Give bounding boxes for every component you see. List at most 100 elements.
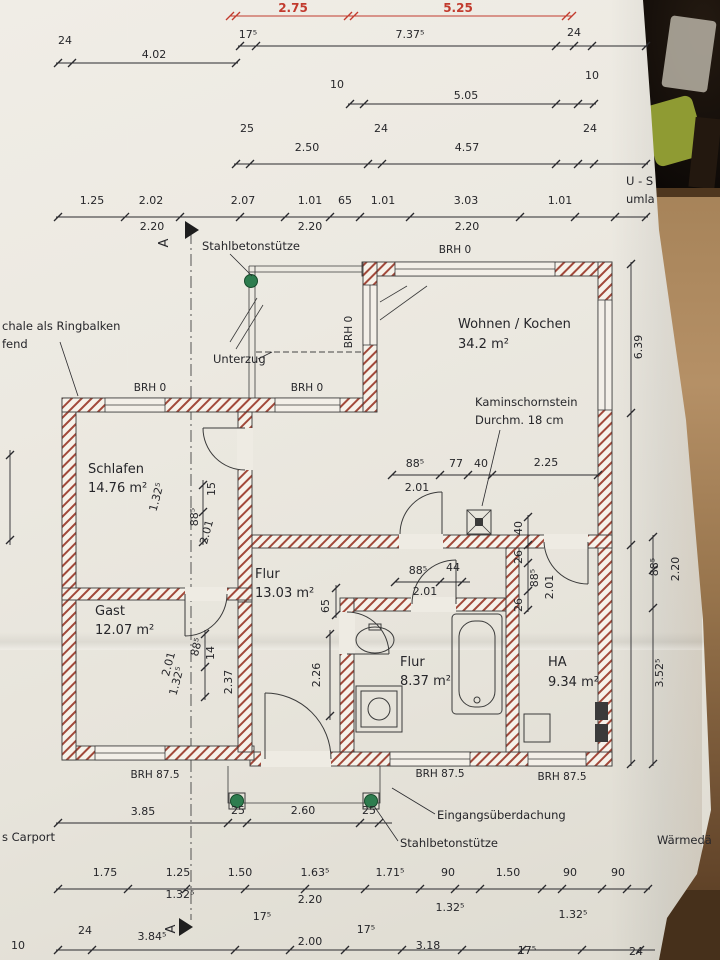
dim-label: 26 xyxy=(512,598,525,612)
dim-label: 65 xyxy=(338,194,352,207)
dim-label: 1.25 xyxy=(166,866,191,879)
room-name: Flur xyxy=(255,567,280,582)
dim-label: 2.20 xyxy=(298,893,323,906)
dim-label: 1.50 xyxy=(496,866,521,879)
section-letter: A xyxy=(157,238,172,247)
dim-label: 10 xyxy=(330,78,344,91)
dim-label: 90 xyxy=(611,866,625,879)
annotation-waermedaemmung: Wärmedä xyxy=(657,833,712,847)
dim-label: 17⁵ xyxy=(253,910,271,923)
dim-label: 2.25 xyxy=(534,456,559,469)
dim-label: 88⁵ xyxy=(528,569,541,587)
annotation-labels: Stahlbetonstütze Unterzug Kaminschornste… xyxy=(2,174,712,850)
dim-label: 24 xyxy=(78,924,92,937)
dim-label: 88⁵ xyxy=(188,508,201,526)
dim-label: 17⁵ xyxy=(239,28,257,41)
dim-label: 24 xyxy=(583,122,597,135)
annotation-unterzug: Unterzug xyxy=(213,352,266,366)
entrance-canopy xyxy=(227,766,381,804)
dim-label: 40 xyxy=(512,521,525,535)
dim-label: 24 xyxy=(374,122,388,135)
dim-label: 1.50 xyxy=(228,866,253,879)
annotation-umlaufend: umla xyxy=(626,192,655,206)
dim-label: 14 xyxy=(204,646,217,660)
dim-label: 2.01 xyxy=(543,575,556,600)
washbasin xyxy=(355,626,395,654)
annotation-ringbalken-2: fend xyxy=(2,337,28,351)
dim-label: 25 xyxy=(231,804,245,817)
terrace-lines xyxy=(227,265,428,804)
annotation-eingangsueberdachung: Eingangsüberdachung xyxy=(437,808,566,822)
windows xyxy=(94,261,613,767)
dim-label: 88⁵ xyxy=(648,558,661,576)
dim-label: 26 xyxy=(512,550,525,564)
dim-label: 3.85 xyxy=(131,805,156,818)
room-name: Schlafen xyxy=(88,462,144,477)
section-arrow-bottom xyxy=(179,918,193,936)
dim-label: 2.20 xyxy=(669,557,682,582)
section-line: A A xyxy=(157,221,199,936)
annotation-stahlbetonstuetze-bottom: Stahlbetonstütze xyxy=(400,836,498,850)
annotation-ringbalken: chale als Ringbalken xyxy=(2,319,120,333)
paper-crease xyxy=(0,632,711,650)
dim-label: 1.01 xyxy=(298,194,323,207)
room-area: 8.37 m² xyxy=(400,674,451,689)
dim-label: 10 xyxy=(11,939,25,952)
room-labels: Wohnen / Kochen 34.2 m² Schlafen 14.76 m… xyxy=(88,317,599,690)
dim-label: 90 xyxy=(563,866,577,879)
dim-label: 1.32⁵ xyxy=(559,908,588,921)
brh-label: BRH 0 xyxy=(291,382,323,394)
dim-label: 88⁵ xyxy=(188,637,205,658)
brh-labels: BRH 0 BRH 0 BRH 0 BRH 0 BRH 87.5 BRH 87.… xyxy=(130,244,586,783)
dim-label: 88⁵ xyxy=(409,564,427,577)
dim-label: 4.57 xyxy=(455,141,480,154)
dim-label: 6.39 xyxy=(632,335,645,360)
bathtub xyxy=(451,613,503,715)
room-area: 14.76 m² xyxy=(88,481,147,496)
dim-label: 1.01 xyxy=(548,194,573,207)
brh-label: BRH 0 xyxy=(439,244,471,256)
room-area: 12.07 m² xyxy=(95,623,154,638)
dim-label: 1.25 xyxy=(80,194,105,207)
section-letter: A xyxy=(164,924,179,933)
room-area: 9.34 m² xyxy=(548,675,599,690)
dim-label: 3.03 xyxy=(454,194,479,207)
room-area: 13.03 m² xyxy=(255,586,314,601)
dim-label: 24 xyxy=(58,34,72,47)
brh-label: BRH 87.5 xyxy=(537,771,586,783)
dim-label: 2.01 xyxy=(159,651,178,678)
dim-label: 24 xyxy=(567,26,581,39)
dim-label: 1.01 xyxy=(371,194,396,207)
background-shelf-edge xyxy=(635,188,720,197)
room-name: Wohnen / Kochen xyxy=(458,317,571,332)
annotation-u-s: U - S xyxy=(626,174,653,188)
brh-label: BRH 87.5 xyxy=(130,769,179,781)
dim-label: 2.02 xyxy=(139,194,164,207)
dim-label: 2.26 xyxy=(310,663,323,688)
dim-label: 1.32⁵ xyxy=(436,901,465,914)
dim-label: 40 xyxy=(474,457,488,470)
dim-label: 44 xyxy=(446,561,460,574)
room-name: Flur xyxy=(400,655,425,670)
dimension-lines xyxy=(9,15,655,951)
dim-label: 15 xyxy=(205,482,218,496)
dim-label: 5.05 xyxy=(454,89,479,102)
heating-unit xyxy=(595,724,608,742)
dim-label: 2.20 xyxy=(298,220,323,233)
heating-unit xyxy=(595,702,608,720)
brh-label: BRH 0 xyxy=(134,382,166,394)
walls xyxy=(61,261,613,767)
dimension-labels: 2.75 5.25 24 4.02 17⁵ 7.37⁵ 24 10 5.05 1… xyxy=(11,1,682,958)
dim-label: 17⁵ xyxy=(357,923,375,936)
dim-label: 17⁵ xyxy=(518,944,536,957)
dim-label: 4.02 xyxy=(142,48,167,61)
dim-label: 1.32⁵ xyxy=(166,888,195,901)
concrete-column xyxy=(364,794,378,808)
dim-label: 3.52⁵ xyxy=(653,659,666,688)
dim-label: 2.20 xyxy=(140,220,165,233)
brh-label: BRH 0 xyxy=(343,316,355,348)
dim-label: 5.25 xyxy=(443,1,473,15)
dim-label: 10 xyxy=(585,69,599,82)
concrete-column xyxy=(244,274,258,288)
